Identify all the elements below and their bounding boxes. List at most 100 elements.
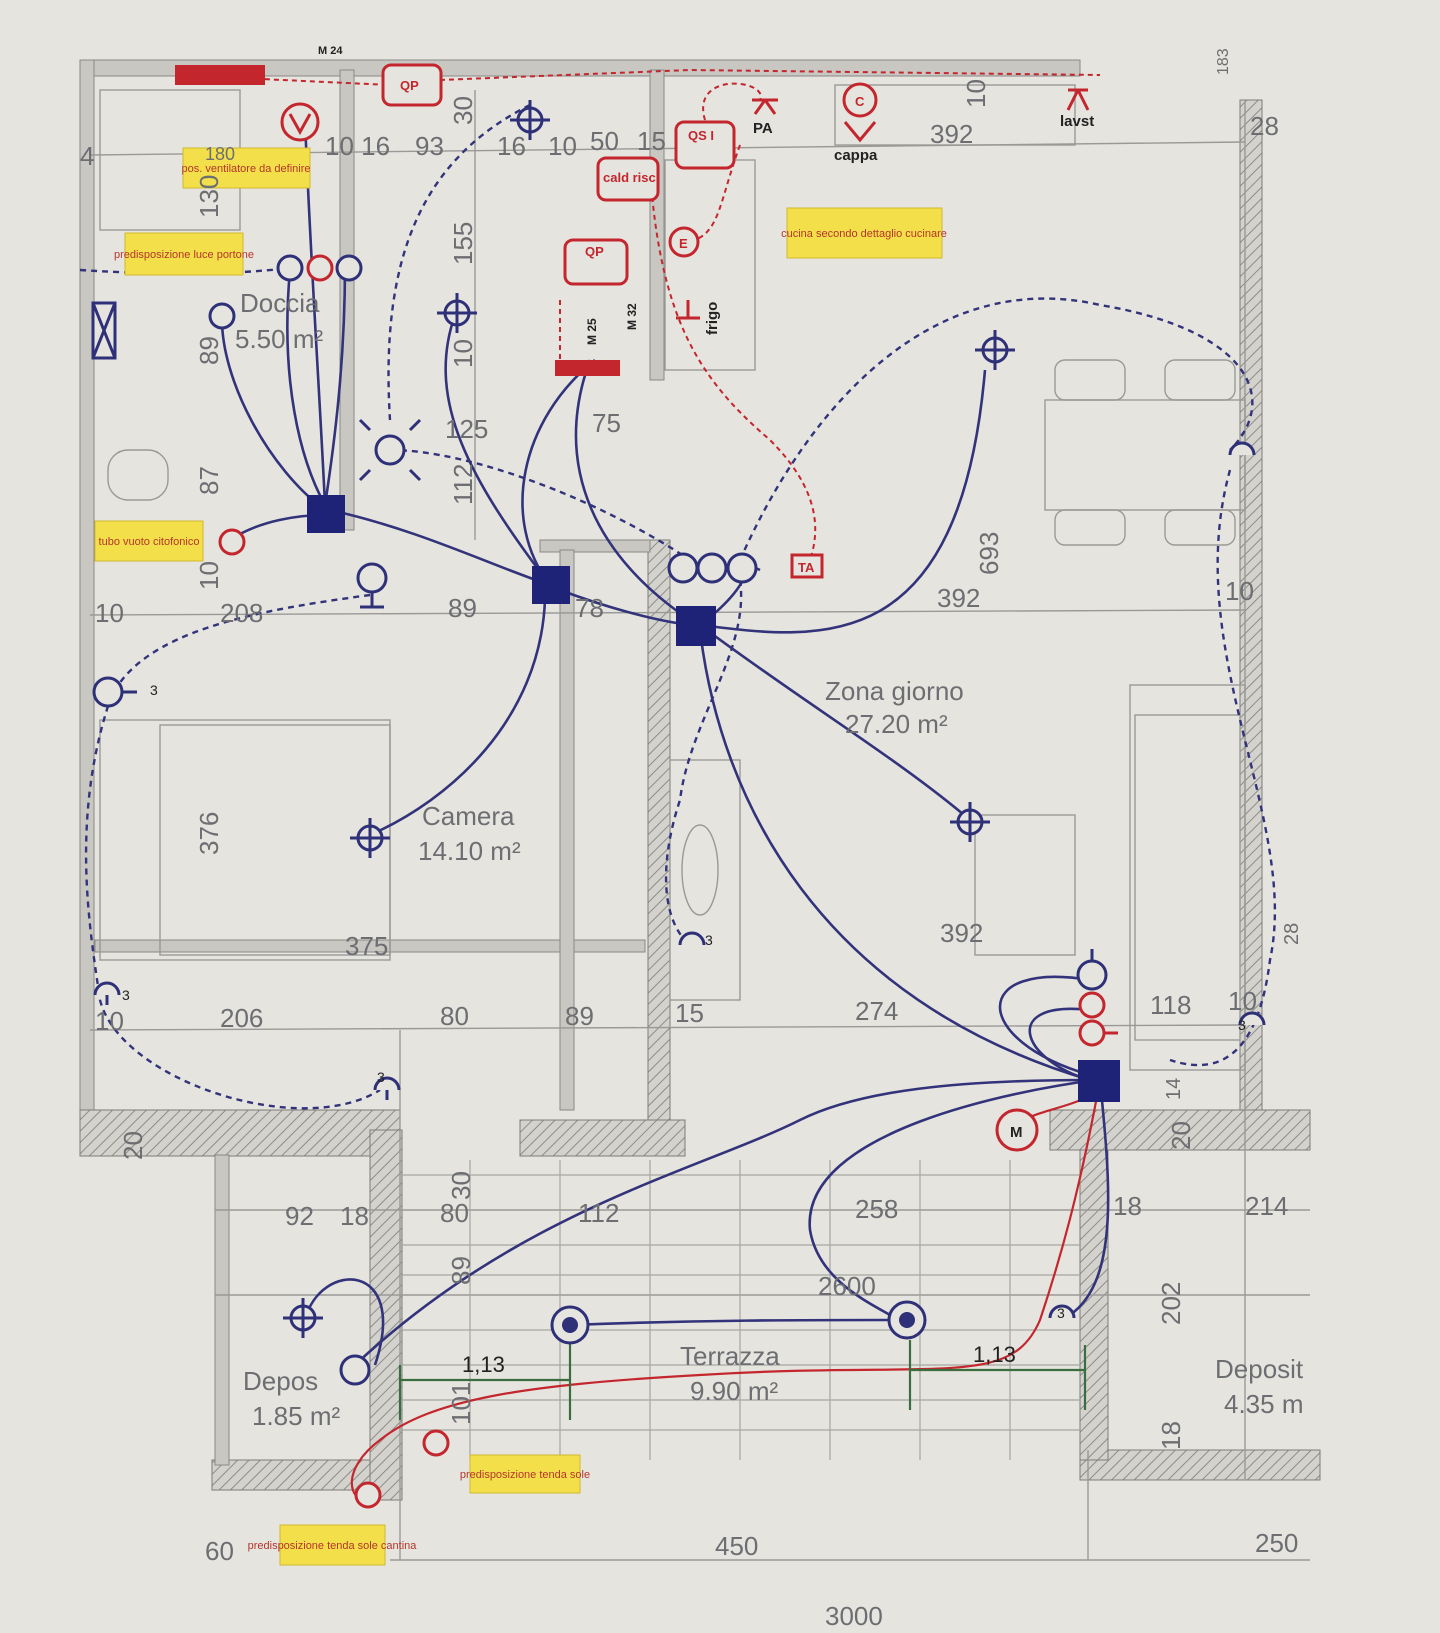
label-pa: PA	[753, 120, 773, 137]
label-m24: M 24	[318, 45, 343, 57]
socket-icon	[678, 931, 706, 946]
label-qsi: QS I	[688, 128, 714, 143]
label-cald-risc: cald risc	[603, 170, 656, 185]
red-socket-icon	[1078, 991, 1106, 1019]
note-tubo-vuoto: tubo vuoto citofonico	[99, 536, 200, 548]
room-doccia-area: 5.50 m²	[235, 324, 323, 354]
dimension-labels: 10 16 93 30 16 10 50 15 392 10 28 180 13…	[80, 48, 1303, 1631]
socket-icon	[1238, 1011, 1266, 1026]
motor-icon	[995, 1108, 1039, 1152]
terrace-dimension-lines	[398, 1340, 1087, 1420]
doorbell-icon	[91, 301, 117, 360]
dimension-label: 112	[448, 464, 478, 505]
dimension-label: 92	[285, 1201, 314, 1231]
pa-socket-icon	[752, 98, 778, 115]
walls	[79, 59, 1321, 1501]
frigo-socket-icon	[676, 300, 700, 320]
light-point-icon	[437, 293, 477, 333]
dimension-label: 214	[1245, 1191, 1288, 1221]
dimension-label: 125	[445, 414, 488, 444]
red-socket-icon	[422, 1429, 450, 1457]
dimension-label: 75	[592, 408, 621, 438]
intercom-socket-icon	[218, 528, 246, 556]
socket-icon	[93, 981, 121, 1005]
dimension-label: 130	[194, 175, 224, 218]
lavst-socket-icon	[1066, 88, 1090, 111]
junction-box-bath	[307, 495, 345, 533]
dimension-label: 20	[1166, 1121, 1196, 1150]
dimension-label: 28	[1250, 111, 1279, 141]
dimension-label: 89	[448, 593, 477, 623]
dimension-label: 18	[1113, 1191, 1142, 1221]
red-equipment	[175, 63, 1090, 1152]
dimension-label: 450	[715, 1531, 758, 1561]
socket-icon	[1048, 1304, 1076, 1319]
label-qp-mid: QP	[585, 244, 604, 259]
dimension-label: 18	[1156, 1421, 1186, 1450]
dimension-label: 3	[377, 1069, 385, 1085]
wiring-solid	[220, 119, 1110, 1366]
label-qp-top: QP	[400, 78, 419, 93]
dimension-label: 30	[446, 1171, 476, 1200]
room-terrazza-name: Terrazza	[680, 1341, 780, 1371]
light-points	[283, 100, 1015, 1345]
dimension-label: 14	[1163, 1078, 1185, 1100]
fan-icon	[280, 102, 320, 142]
dimension-label: 180	[205, 144, 235, 164]
light-point-icon	[950, 802, 990, 842]
kitchen-panel-bar	[555, 360, 620, 376]
dimension-label: 10	[448, 339, 478, 368]
label-frigo: frigo	[704, 302, 721, 335]
junction-box-corridor	[532, 566, 570, 604]
ta-box	[790, 553, 824, 579]
dimension-label: 89	[194, 336, 224, 365]
dimension-label: 16	[497, 131, 526, 161]
dimension-label: 80	[440, 1198, 469, 1228]
cald-risc-box	[596, 156, 660, 202]
dimension-label: 89	[446, 1256, 476, 1285]
dimension-label: 183	[1215, 48, 1232, 75]
socket-icon	[373, 1076, 401, 1100]
dimension-label: 15	[675, 998, 704, 1028]
dimension-label: 693	[974, 532, 1004, 575]
dimension-label: 15	[637, 126, 666, 156]
light-point-icon	[975, 330, 1015, 370]
dimension-label: 1,13	[973, 1342, 1016, 1367]
room-labels: Doccia 5.50 m² Camera 14.10 m² Zona gior…	[235, 288, 1304, 1431]
dimension-label: 10	[1225, 576, 1254, 606]
light-point-icon	[510, 100, 550, 140]
dimension-label: 93	[415, 131, 444, 161]
dimension-label: 375	[345, 931, 388, 961]
dimension-label: 10	[95, 1006, 124, 1036]
note-cucina: cucina secondo dettaglio cucinare	[781, 228, 947, 240]
dimension-label: 202	[1156, 1282, 1186, 1325]
dimension-label: 208	[220, 598, 263, 628]
dimension-label: 274	[855, 996, 898, 1026]
dimension-label: 89	[565, 1001, 594, 1031]
dimension-label: 10	[1228, 986, 1257, 1016]
switch-icon	[92, 676, 137, 708]
dimension-label: 155	[448, 222, 478, 265]
dimension-label: 3	[1238, 1017, 1246, 1033]
label-c: C	[855, 94, 865, 109]
equipment-labels: QP M 24 PA cappa C lavst QS I cald risc …	[318, 45, 1094, 1141]
light-point-icon	[283, 1298, 323, 1338]
dimension-label: 392	[930, 119, 973, 149]
qsi-box	[674, 120, 736, 170]
note-luce-portone: predisposizione luce portone	[114, 249, 254, 261]
bath-switch-icon	[335, 254, 363, 282]
dimension-label: 118	[1150, 990, 1191, 1020]
dimension-label: 20	[118, 1131, 148, 1160]
dimension-label: 50	[590, 126, 619, 156]
dimension-label: 3	[705, 932, 713, 948]
dimension-label: 10 16	[325, 131, 390, 161]
room-deposito-right-name: Deposit	[1215, 1354, 1304, 1384]
qp-top-box	[381, 63, 443, 107]
bath-switch-icon	[306, 254, 334, 282]
label-e: E	[679, 236, 688, 251]
room-doccia-name: Doccia	[240, 288, 320, 318]
dimension-label: 87	[194, 466, 224, 495]
dimension-label: 250	[1255, 1528, 1298, 1558]
switch-group-icon	[358, 418, 422, 482]
